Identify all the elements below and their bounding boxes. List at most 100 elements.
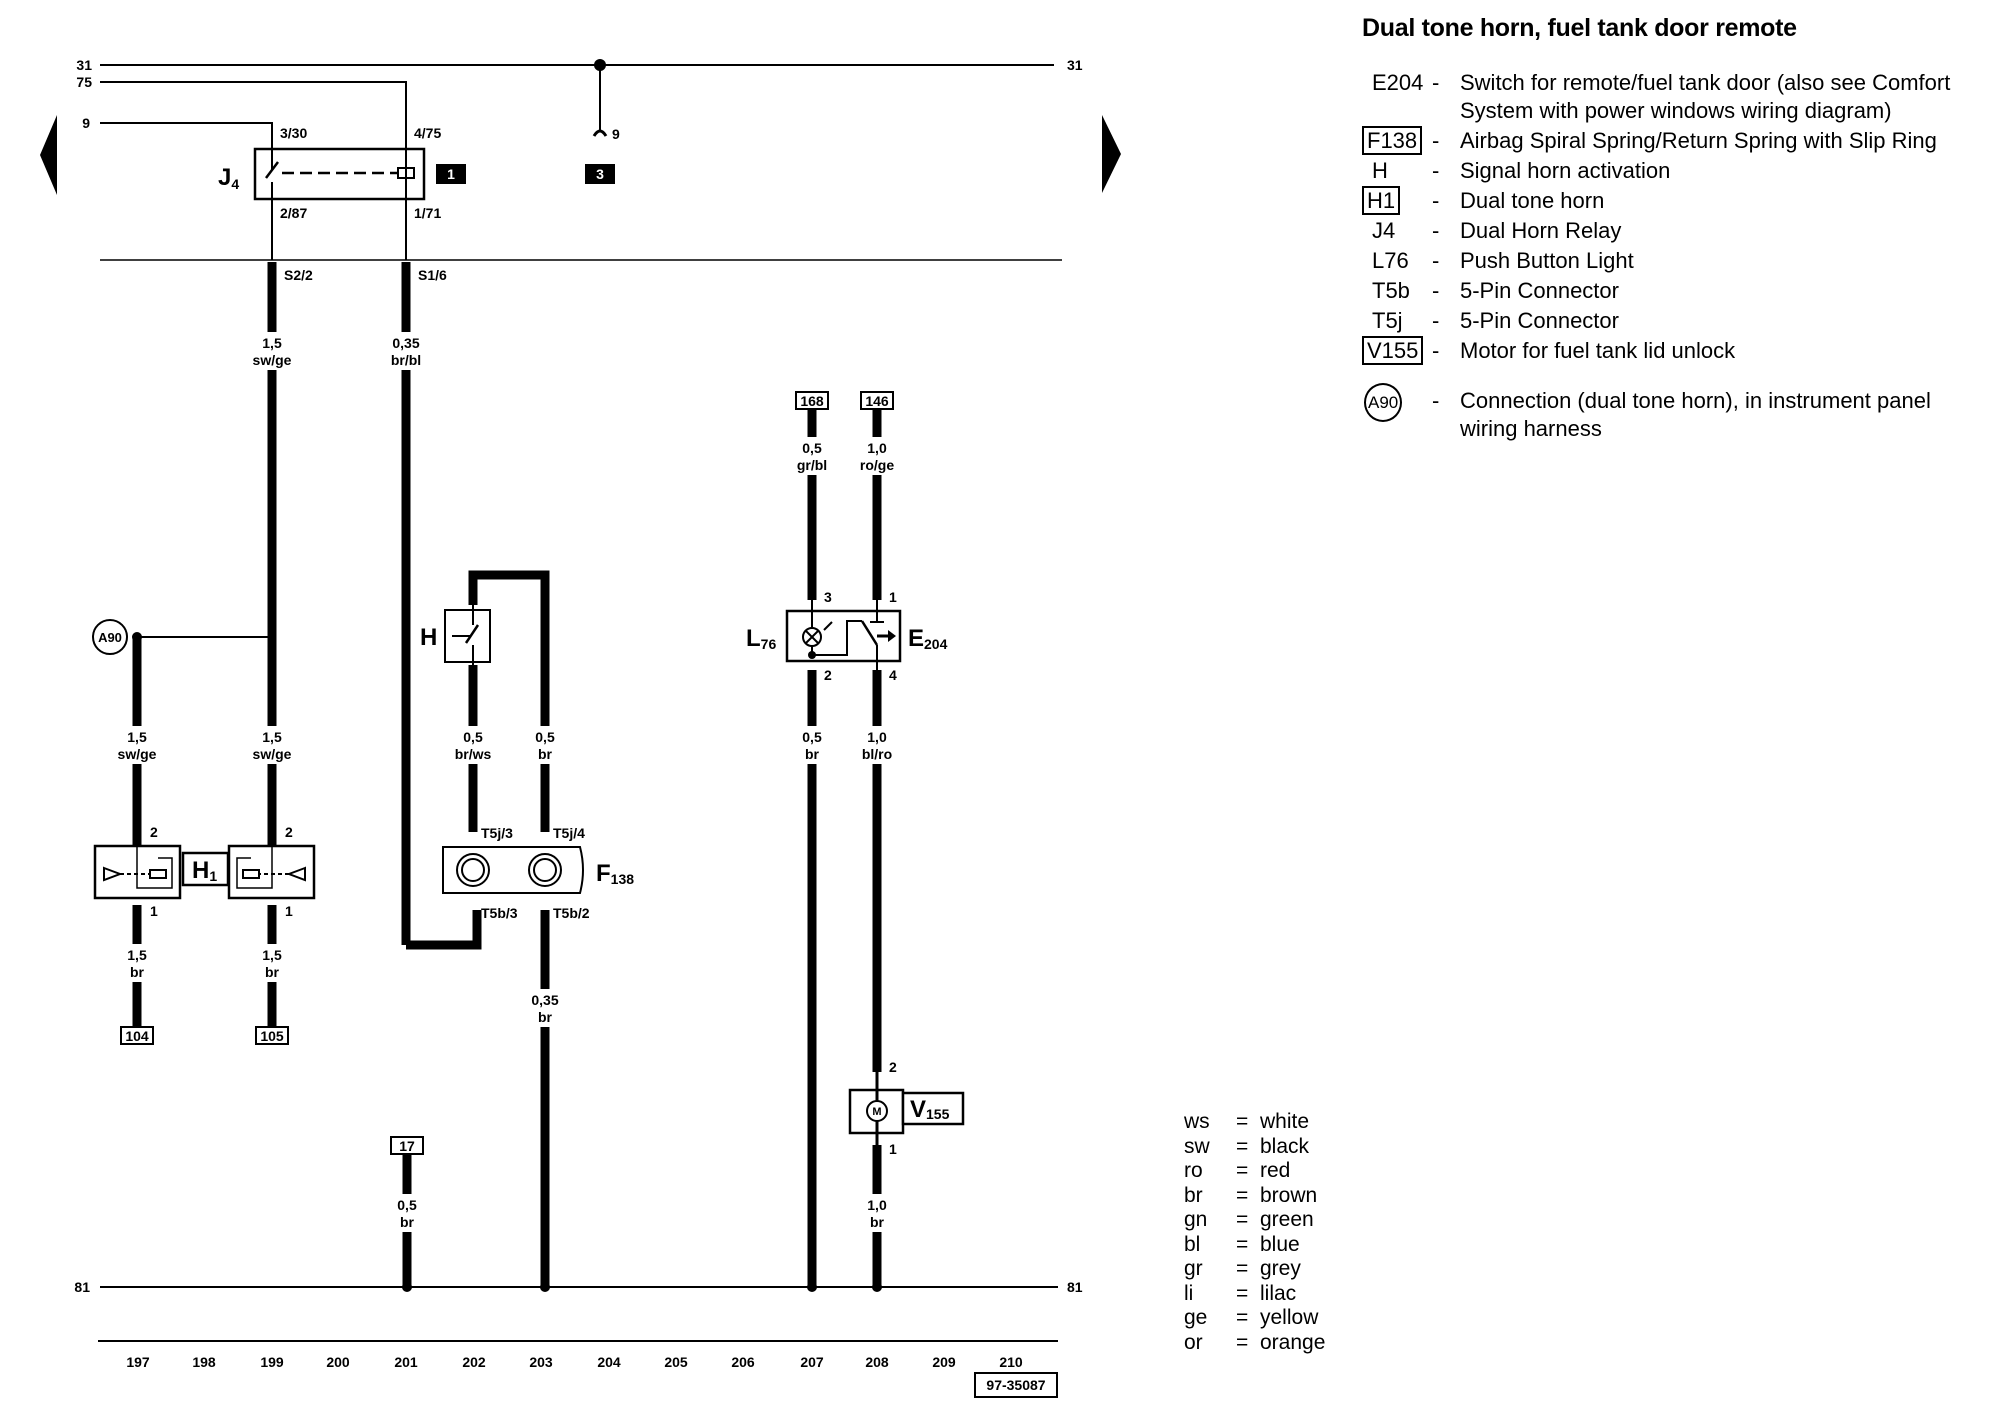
horn-left-pin-1: 1 [150, 903, 158, 919]
grid-column-label: 198 [192, 1354, 216, 1370]
next-page-arrow-icon[interactable] [1102, 115, 1121, 193]
legend-code: T5j [1372, 308, 1403, 333]
color-name: white [1260, 1110, 1310, 1133]
wire-label-bg [111, 726, 163, 764]
color-name: orange [1260, 1330, 1326, 1354]
grid-column-label: 199 [260, 1354, 284, 1370]
location-badge-3: 3 [596, 166, 604, 182]
color-key-item: gr=grey [1184, 1257, 1325, 1282]
junction-dot [540, 1282, 550, 1292]
legend-dash: - [1432, 158, 1440, 183]
wire-label-bg [519, 989, 571, 1027]
motor-name-box [901, 1091, 965, 1126]
rail-31-right-label: 31 [1067, 57, 1083, 73]
legend-description: Signal horn activation [1460, 158, 1671, 183]
color-abbr: sw [1184, 1134, 1210, 1158]
color-abbr: br [1184, 1183, 1203, 1207]
slip-ring-coil-icon [528, 853, 562, 887]
lamp-pin-3: 3 [824, 589, 832, 605]
legend-item: H-Signal horn activation [1362, 157, 1982, 185]
ref-105: 105 [260, 1028, 284, 1044]
motor-pin-2: 2 [889, 1059, 897, 1075]
wire-size: 0,5 [397, 1197, 417, 1213]
ref-168-box[interactable] [795, 391, 829, 410]
grid-column-label: 202 [462, 1354, 486, 1370]
legend-item: L76-Push Button Light [1362, 247, 1982, 275]
color-key-item: sw=black [1184, 1135, 1325, 1160]
grid-column-label: 209 [932, 1354, 956, 1370]
wire-label-bg [786, 437, 838, 475]
motor-name: V155 [910, 1096, 950, 1123]
diagram-title: Dual tone horn, fuel tank door remote [1362, 14, 1797, 42]
wire-color: ro/ge [860, 457, 894, 473]
ref-105-box[interactable] [255, 1026, 289, 1045]
color-name: brown [1260, 1183, 1318, 1207]
connection-a90-label: A90 [98, 630, 122, 645]
rail-9-label: 9 [82, 115, 90, 131]
color-key-item: li=lilac [1184, 1282, 1325, 1307]
switch-name: E204 [908, 625, 948, 652]
diagram-id: 97-35087 [986, 1377, 1045, 1393]
horn-name: H1 [192, 857, 217, 884]
legend-code: E204 [1372, 70, 1424, 95]
wire-color: br [870, 1214, 885, 1230]
equals-sign: = [1236, 1306, 1249, 1329]
prev-page-arrow-icon[interactable] [40, 115, 57, 195]
ref-146-box[interactable] [860, 391, 894, 410]
legend-dash: - [1432, 70, 1440, 95]
color-abbr: gr [1184, 1257, 1203, 1280]
wire-label-bg [851, 1194, 903, 1232]
equals-sign: = [1236, 1110, 1249, 1133]
color-abbr: ge [1184, 1306, 1208, 1329]
wire-size: 0,5 [463, 729, 483, 745]
legend-panel: Dual tone horn, fuel tank door remote E2… [1362, 14, 1982, 445]
rail-75-label: 75 [76, 74, 92, 90]
legend-list: E204-Switch for remote/fuel tank door (a… [1362, 69, 1982, 443]
wire-size: 1,5 [127, 729, 147, 745]
wire-size: 1,5 [262, 729, 282, 745]
grid-column-label: 200 [326, 1354, 350, 1370]
horn-left[interactable] [93, 838, 182, 900]
ref-17-box[interactable] [390, 1136, 424, 1155]
wire-color: br/bl [391, 352, 421, 368]
switch-pin-1: 1 [889, 589, 897, 605]
relay-pin-3-30: 3/30 [280, 125, 307, 141]
wire-size: 0,35 [531, 992, 558, 1008]
legend-description: Push Button Light [1460, 248, 1634, 273]
equals-sign: = [1236, 1232, 1249, 1256]
wire-size: 1,0 [867, 440, 887, 456]
horn-right[interactable] [227, 838, 316, 900]
ref-104-box[interactable] [120, 1026, 154, 1045]
legend-code: J4 [1372, 218, 1396, 243]
legend-code: L76 [1372, 248, 1409, 273]
pin-t5b-3: T5b/3 [481, 905, 518, 921]
wire-size: 1,0 [867, 729, 887, 745]
signal-switch-name: H [420, 624, 437, 651]
legend-code: H1 [1362, 186, 1432, 215]
color-name: red [1260, 1159, 1291, 1182]
legend-dash: - [1432, 188, 1440, 213]
legend-description: Airbag Spiral Spring/Return Spring with … [1460, 128, 1937, 153]
legend-description: Connection (dual tone horn), in instrume… [1460, 388, 1931, 441]
horn-icon [103, 866, 123, 882]
wire-label-bg [380, 332, 432, 370]
location-badge-3-bg [585, 164, 615, 184]
legend-item: H1-Dual tone horn [1362, 186, 1982, 215]
wire-color: br [400, 1214, 415, 1230]
switch-contact-icon [464, 624, 480, 644]
splice-s1-6: S1/6 [418, 267, 447, 283]
ground-rail-label: 81 [74, 1279, 90, 1295]
junction-dot [807, 1282, 817, 1292]
legend-item: J4-Dual Horn Relay [1362, 217, 1982, 245]
color-name: grey [1260, 1257, 1301, 1280]
wire-label-bg [246, 332, 298, 370]
legend-dash: - [1432, 278, 1440, 303]
connection-a90[interactable] [92, 619, 128, 655]
horn-icon [286, 866, 306, 882]
color-abbr: ws [1184, 1110, 1210, 1133]
wire-labels: 1,5sw/ge0,35br/bl1,5sw/ge1,5sw/ge1,5br1,… [111, 332, 903, 1232]
color-name: black [1260, 1134, 1310, 1158]
splice-s2-2: S2/2 [284, 267, 313, 283]
relay-j4[interactable] [253, 147, 426, 201]
